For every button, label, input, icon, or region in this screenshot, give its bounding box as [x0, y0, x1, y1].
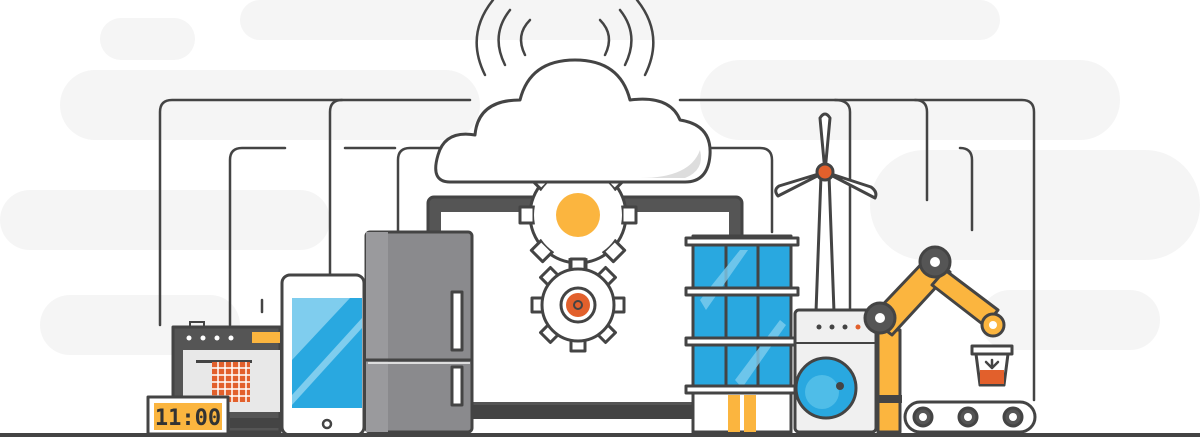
clock-icon: 11:00 — [146, 395, 230, 436]
gear-icon — [530, 257, 626, 353]
wifi-signal-icon — [475, 0, 655, 77]
washing-machine-icon — [793, 308, 878, 434]
robot-arm-icon — [863, 245, 1014, 434]
building-icon — [684, 234, 800, 434]
checkered-cloth — [212, 362, 250, 402]
connection-wires — [158, 98, 1036, 402]
fridge-icon — [364, 230, 474, 434]
clock-time: 11:00 — [155, 406, 221, 431]
smartphone-icon — [280, 273, 366, 437]
cloud-icon — [434, 58, 712, 184]
gear-icon — [518, 155, 638, 275]
conveyor-belt-icon — [903, 400, 1037, 434]
